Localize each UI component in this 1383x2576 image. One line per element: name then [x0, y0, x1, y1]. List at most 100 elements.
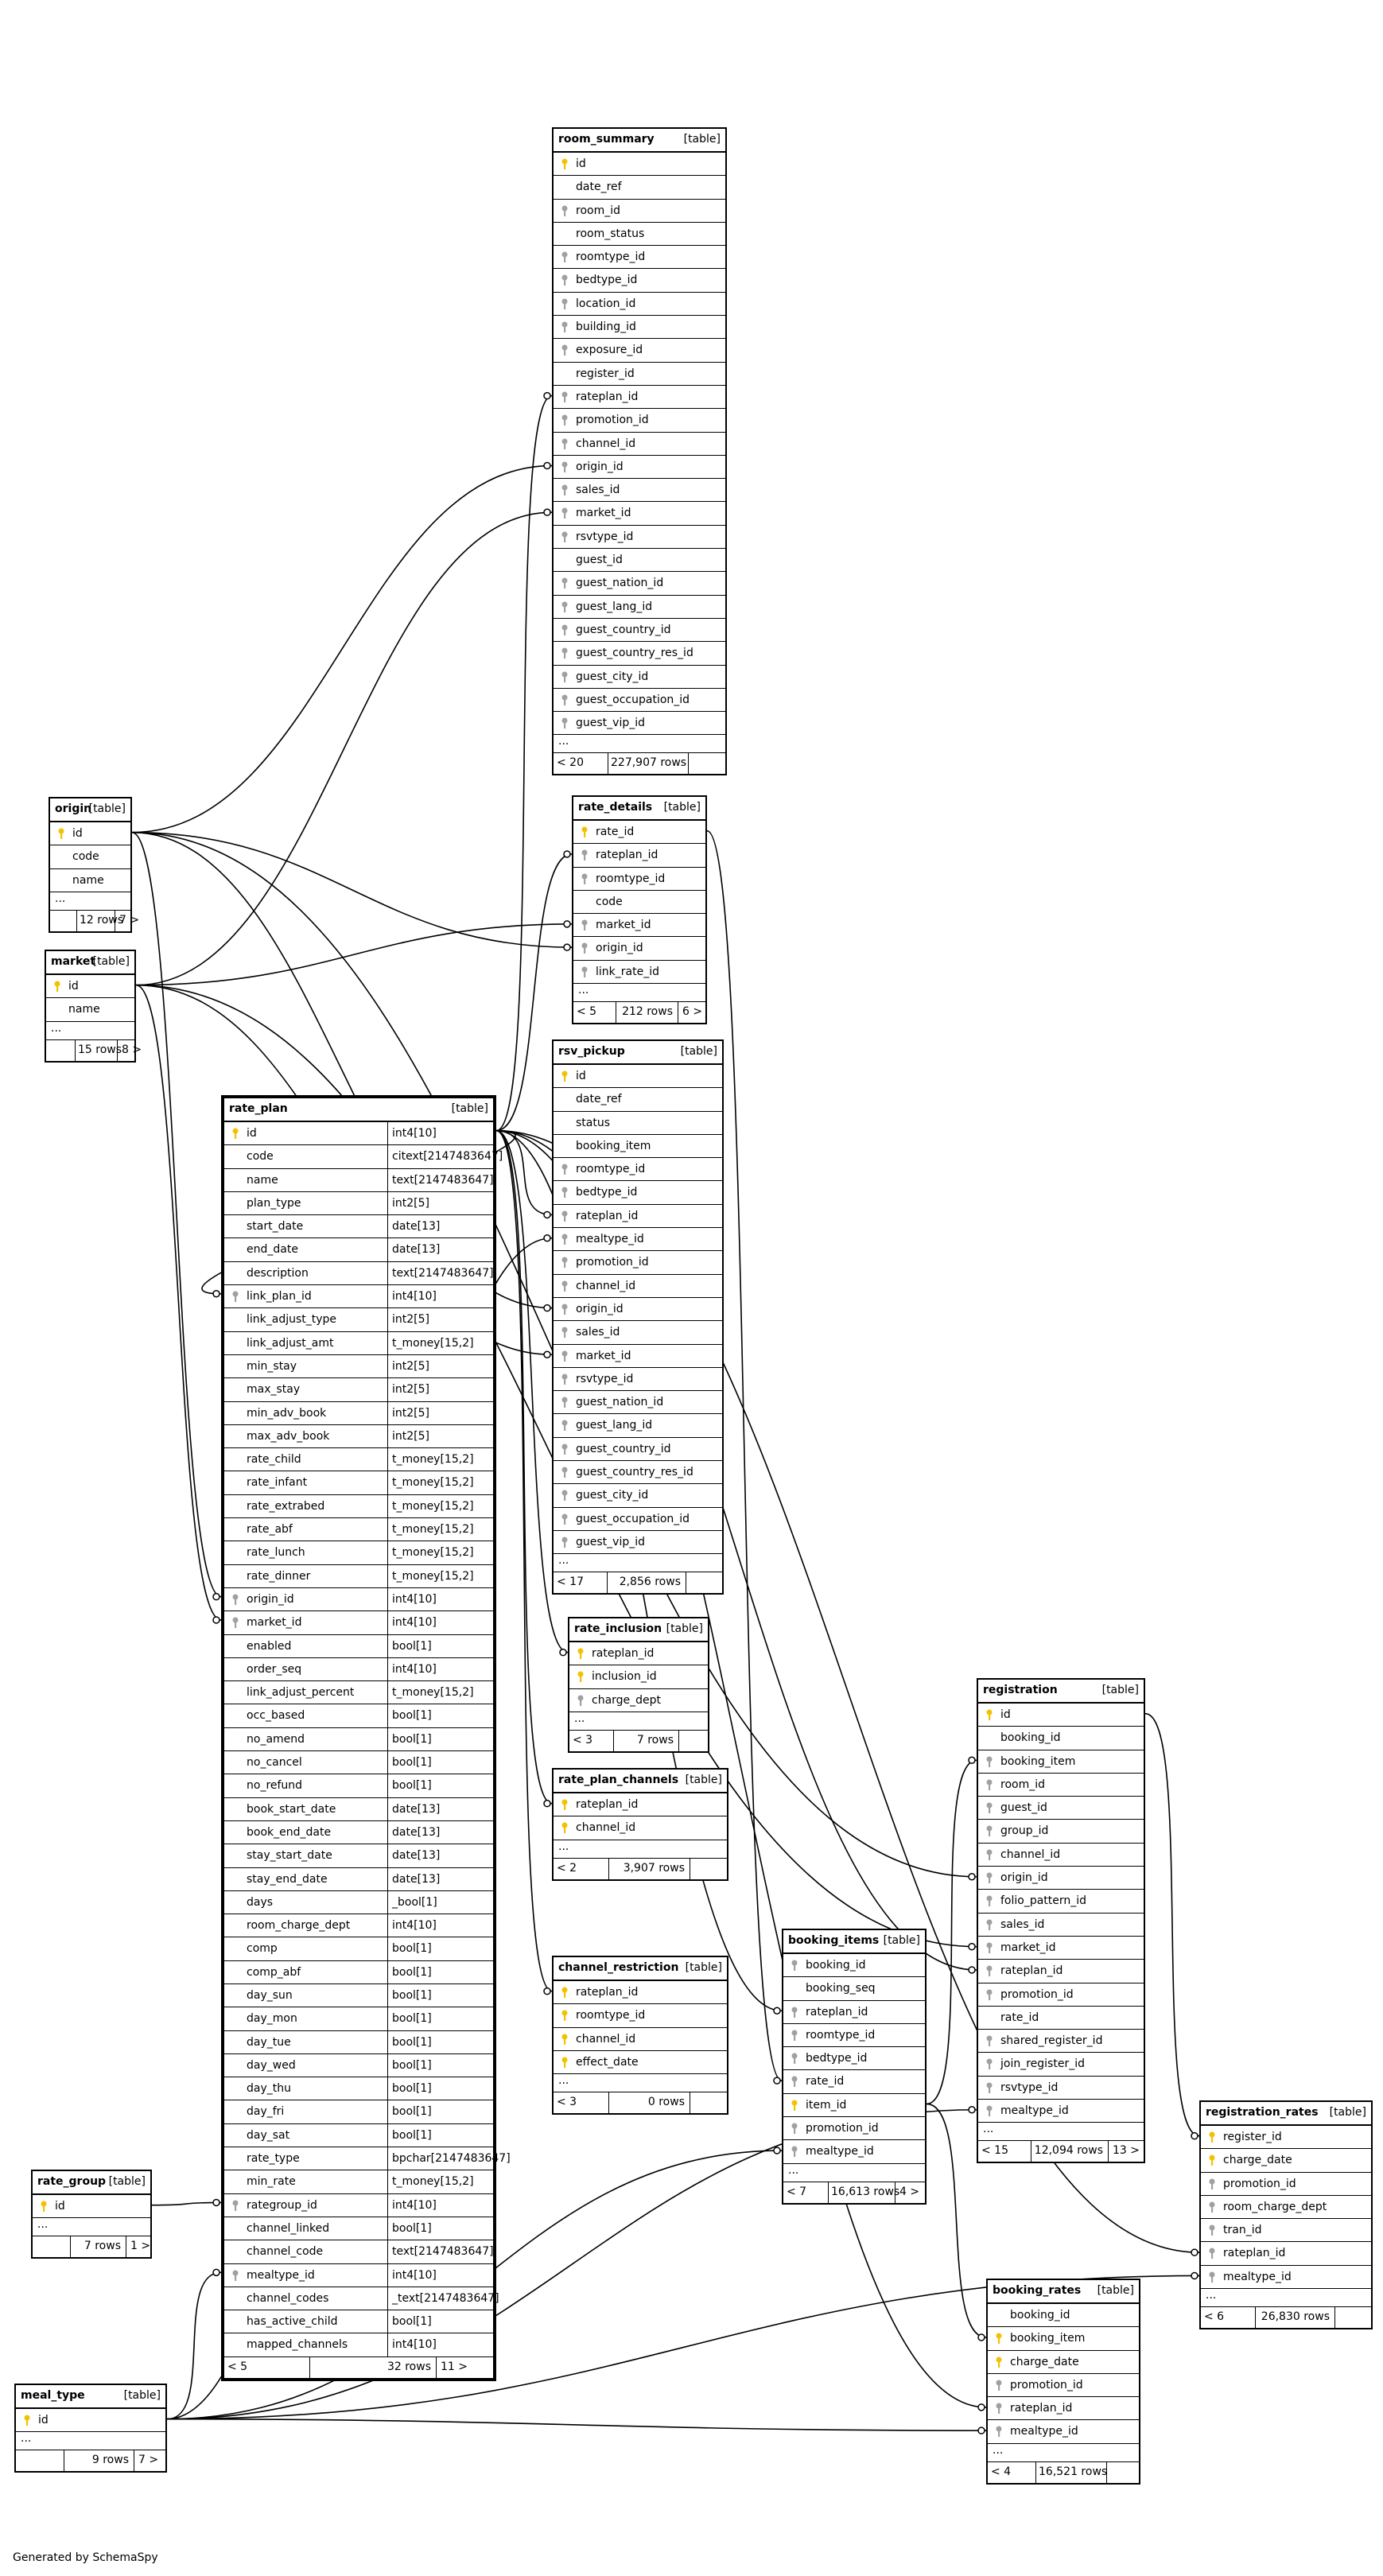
- relationship-line: [131, 831, 573, 948]
- row-count: 212 rows: [622, 1005, 673, 1019]
- column-row: id: [554, 153, 725, 177]
- column-name: promotion_id: [1000, 1987, 1074, 2001]
- foreign-key-icon: [560, 461, 569, 472]
- foreign-key-icon: [231, 1594, 240, 1605]
- foreign-key-icon: [560, 1304, 569, 1315]
- column-name: join_register_id: [1000, 2057, 1085, 2071]
- table-header: rate_plan[table]: [224, 1098, 493, 1122]
- foreign-key-icon: [560, 694, 569, 705]
- column-name: id: [55, 2200, 65, 2213]
- crowfoot-marker: [1191, 2131, 1198, 2140]
- column-row: sales_id: [554, 479, 725, 503]
- column-type: bool[1]: [392, 2105, 432, 2119]
- foreign-key-icon: [985, 2082, 994, 2093]
- column-type: int4[10]: [392, 1662, 437, 1676]
- column-type: bool[1]: [392, 1709, 432, 1723]
- parent-count: < 7: [787, 2185, 807, 2198]
- column-name: plan_type: [247, 1196, 301, 1210]
- foreign-key-icon: [560, 1280, 569, 1292]
- column-name: room_id: [1000, 1778, 1045, 1791]
- column-name: occ_based: [247, 1709, 305, 1723]
- column-type: int4[10]: [392, 1127, 437, 1140]
- more-columns-ellipsis: ...: [554, 735, 725, 754]
- column-type: int2[5]: [392, 1359, 429, 1373]
- foreign-key-icon: [790, 1960, 799, 1971]
- table-type-label: [table]: [666, 1622, 703, 1635]
- column-name: guest_nation_id: [576, 1396, 664, 1409]
- foreign-key-icon: [985, 1849, 994, 1860]
- table-header: booking_rates[table]: [988, 2280, 1139, 2304]
- column-row: id: [978, 1704, 1144, 1727]
- table-header: registration[table]: [978, 1680, 1144, 1704]
- more-columns-ellipsis: ...: [783, 2164, 925, 2182]
- column-name: room_charge_dept: [1223, 2200, 1327, 2213]
- more-columns-ellipsis: ...: [1201, 2289, 1371, 2308]
- column-row: guest_country_id: [554, 1438, 722, 1462]
- column-row: rateplan_id: [978, 1960, 1144, 1983]
- column-type: bool[1]: [392, 1988, 432, 2002]
- column-name: channel_code: [247, 2245, 324, 2259]
- column-type: _bool[1]: [392, 1895, 437, 1909]
- foreign-key-icon: [560, 671, 569, 682]
- column-name: rate_lunch: [247, 1546, 305, 1560]
- column-name: day_mon: [247, 2012, 297, 2026]
- table-name: origin: [55, 802, 92, 815]
- foreign-key-icon: [560, 624, 569, 635]
- column-row: promotion_id: [1201, 2173, 1371, 2196]
- parent-count: < 17: [557, 1576, 584, 1589]
- column-name: bedtype_id: [576, 1186, 638, 1199]
- table-type-label: [table]: [451, 1102, 488, 1115]
- parent-count: < 2: [557, 1861, 577, 1875]
- foreign-key-icon: [985, 1942, 994, 1953]
- foreign-key-icon: [790, 2123, 799, 2135]
- column-row: occ_based bool[1]: [224, 1704, 493, 1728]
- table-type-label: [table]: [108, 2175, 146, 2188]
- column-name: booking_id: [1010, 2309, 1070, 2322]
- foreign-key-icon: [790, 2076, 799, 2088]
- column-type: int4[10]: [392, 1616, 437, 1630]
- foreign-key-icon: [994, 2426, 1004, 2438]
- crowfoot-marker: [968, 1966, 976, 1974]
- column-row: guest_city_id: [554, 666, 725, 689]
- primary-key-icon: [22, 2415, 32, 2426]
- column-name: bedtype_id: [806, 2052, 868, 2065]
- column-type: t_money[15,2]: [392, 1453, 474, 1467]
- parent-count: < 15: [981, 2144, 1008, 2158]
- column-row: rateplan_id: [573, 844, 705, 868]
- primary-key-icon: [52, 981, 62, 992]
- crowfoot-marker: [977, 2403, 985, 2411]
- table-header: registration_rates[table]: [1201, 2102, 1371, 2126]
- column-type: text[2147483647]: [392, 1173, 494, 1187]
- child-count: 4 >: [899, 2185, 920, 2198]
- column-row: id: [33, 2195, 150, 2219]
- child-count: 13 >: [1113, 2144, 1140, 2158]
- column-name: id: [38, 2414, 49, 2426]
- column-row: guest_country_res_id: [554, 1461, 722, 1485]
- column-name: day_tue: [247, 2035, 291, 2049]
- column-row: guest_country_id: [554, 619, 725, 643]
- table-header: channel_restriction[table]: [554, 1957, 727, 1981]
- relationship-line: [706, 830, 783, 2081]
- column-name: min_adv_book: [247, 1406, 327, 1420]
- column-row: join_register_id: [978, 2053, 1144, 2077]
- column-name: register_id: [576, 367, 635, 380]
- column-row: booking_id: [783, 1954, 925, 1978]
